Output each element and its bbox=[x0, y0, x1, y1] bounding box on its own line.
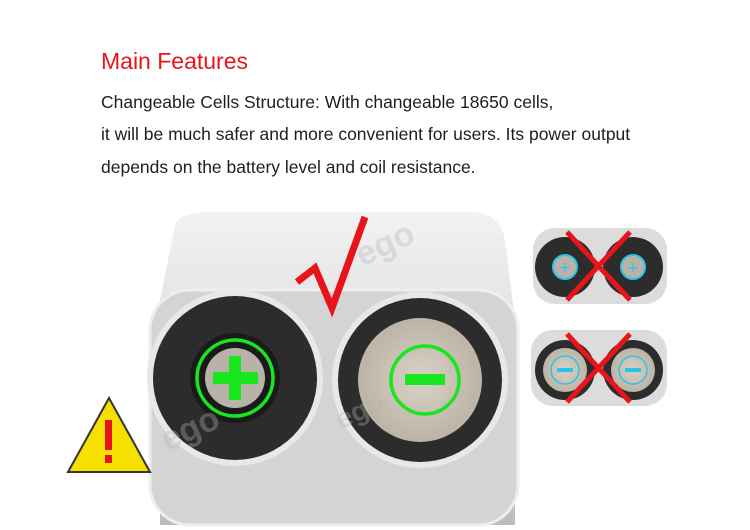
description-line: Changeable Cells Structure: With changea… bbox=[101, 92, 554, 112]
svg-text:+: + bbox=[559, 260, 571, 276]
svg-text:+: + bbox=[627, 260, 639, 276]
cross-icon bbox=[565, 230, 632, 302]
plus-icon bbox=[213, 356, 258, 400]
cross-icon bbox=[565, 332, 632, 404]
section-title: Main Features bbox=[101, 48, 249, 74]
description-line: depends on the battery level and coil re… bbox=[101, 157, 476, 177]
minus-icon bbox=[405, 374, 445, 385]
warning-symbol: ! bbox=[101, 436, 117, 437]
warning-icon bbox=[66, 395, 152, 473]
description-line: it will be much safer and more convenien… bbox=[101, 124, 631, 144]
checkmark-icon bbox=[294, 215, 369, 318]
correct-orientation-device bbox=[147, 212, 520, 527]
negative-terminal-ring bbox=[389, 344, 461, 416]
wrong-orientation-negative bbox=[531, 330, 667, 406]
wrong-orientation-positive: + + bbox=[533, 228, 667, 304]
positive-terminal-ring bbox=[195, 338, 275, 418]
